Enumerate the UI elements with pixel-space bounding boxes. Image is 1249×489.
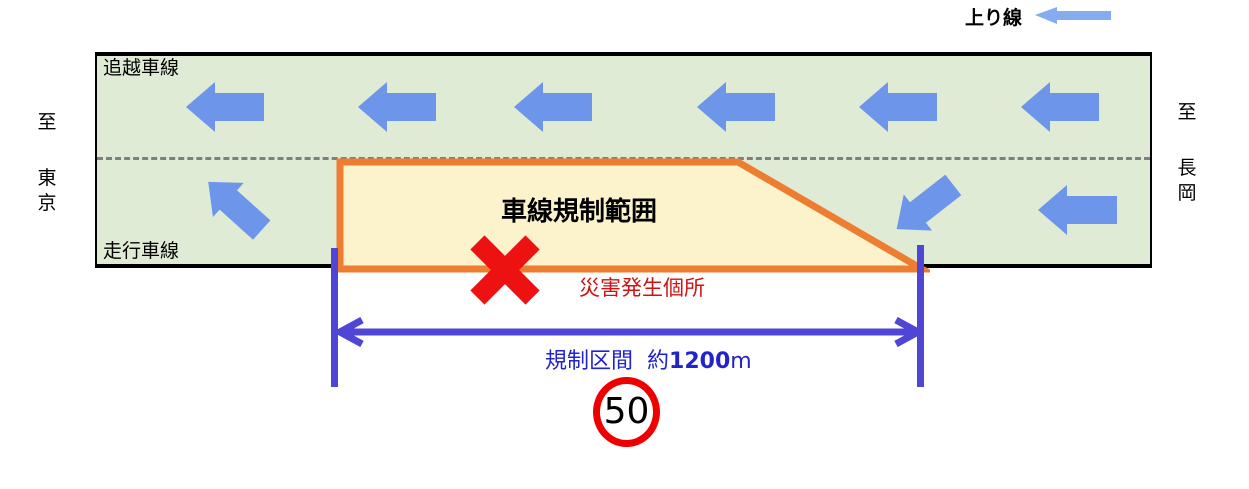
traffic-arrow-icon	[859, 82, 937, 132]
merge-out-arrow-icon	[896, 174, 962, 231]
restriction-section-label: 規制区間約1200m	[545, 343, 752, 375]
section-approx-text: 約	[647, 349, 670, 374]
incident-x-icon	[470, 235, 540, 305]
up-line-label: 上り線	[965, 7, 1023, 29]
traffic-arrow-icon	[358, 82, 436, 132]
destination-right: 至 長岡	[1176, 100, 1198, 207]
speed-limit-sign: 50	[593, 377, 660, 447]
destination-right-name: 長岡	[1177, 156, 1197, 205]
driving-lane-label: 走行車線	[103, 240, 180, 262]
traffic-arrow-icon	[186, 82, 264, 132]
up-line-arrow-icon	[1035, 7, 1111, 24]
restriction-section-end-tick	[917, 245, 924, 387]
destination-left-name: 東京	[37, 166, 57, 215]
section-unit: m	[730, 349, 752, 374]
restriction-zone-label: 車線規制範囲	[500, 197, 657, 227]
restriction-section-start-tick	[331, 248, 338, 387]
destination-right-prefix: 至	[1177, 101, 1197, 123]
speed-limit-value: 50	[603, 391, 650, 432]
traffic-arrow-icon	[697, 82, 775, 132]
section-label-text: 規制区間	[545, 349, 634, 374]
incident-label: 災害発生個所	[579, 276, 705, 300]
section-distance: 1200	[669, 349, 731, 374]
traffic-arrow-icon	[1021, 82, 1099, 132]
traffic-arrow-icon	[514, 82, 592, 132]
restriction-section-arrow	[334, 317, 924, 347]
traffic-arrow-icon	[1038, 185, 1117, 235]
destination-left: 至 東京	[36, 110, 58, 217]
merge-back-arrow-icon	[208, 181, 271, 240]
overtaking-lane-label: 追越車線	[103, 57, 180, 79]
destination-left-prefix: 至	[37, 111, 57, 133]
